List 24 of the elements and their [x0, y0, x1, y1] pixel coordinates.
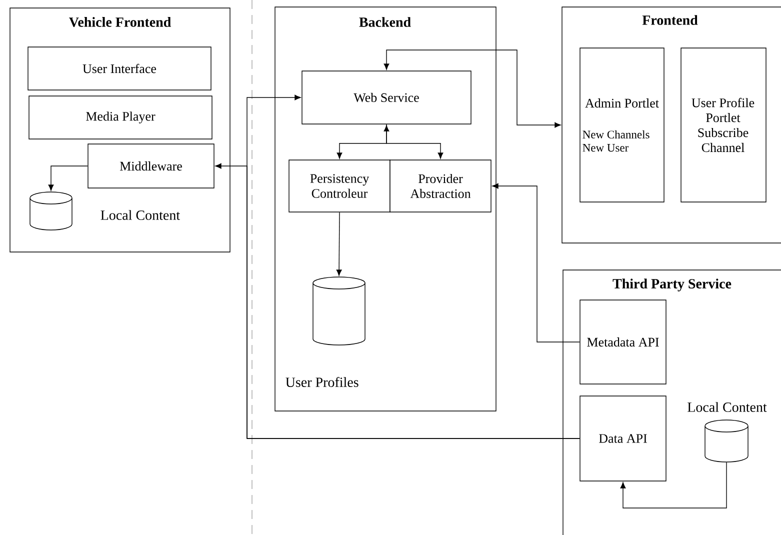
database-cylinder	[312, 276, 366, 346]
component-box: Web Service	[302, 70, 472, 124]
arrow	[48, 166, 88, 191]
component-box: Persistency Controleur	[288, 160, 390, 212]
component-box: Metadata API	[580, 300, 666, 384]
node-caption: Local Content	[100, 210, 180, 220]
component-box: Media Player	[28, 96, 212, 140]
arrow	[336, 212, 342, 276]
component-box: User Interface	[28, 46, 212, 90]
component-box: Middleware	[88, 144, 214, 188]
database-cylinder	[30, 192, 72, 230]
component-box: Provider Abstraction	[390, 160, 492, 212]
arrow	[384, 50, 561, 128]
arrow	[492, 183, 580, 342]
component-box: Data API	[580, 396, 666, 482]
node-caption: User Profiles	[286, 377, 358, 387]
component-box: Admin Portlet New Channels New User	[580, 48, 664, 202]
arrow	[620, 462, 727, 508]
database-cylinder	[704, 420, 748, 462]
node-caption: Local Content	[688, 402, 767, 412]
arrow	[215, 163, 580, 439]
arrow	[336, 125, 390, 159]
component-box: User Profile Portlet Subscribe Channel	[680, 48, 766, 202]
arrow	[386, 124, 444, 159]
